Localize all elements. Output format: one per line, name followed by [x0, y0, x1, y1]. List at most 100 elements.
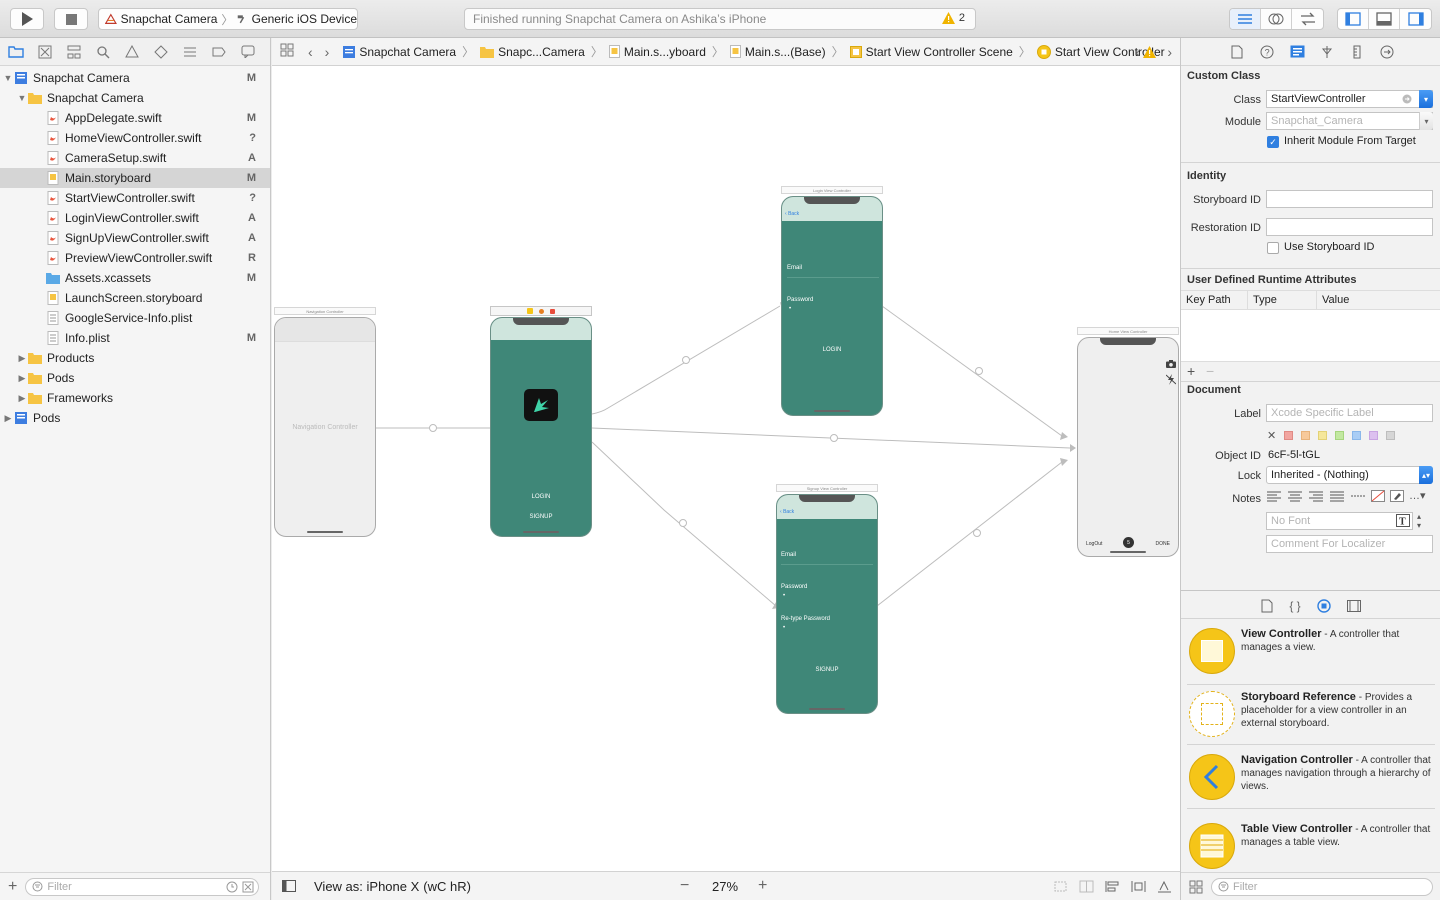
- object-library-tab-icon[interactable]: [1316, 599, 1331, 613]
- disclosure-closed-icon[interactable]: ▶: [18, 392, 26, 403]
- col-value[interactable]: Value: [1322, 294, 1350, 306]
- library-item-storyboard-reference[interactable]: Storyboard Reference - Provides a placeh…: [1181, 683, 1440, 747]
- report-navigator-tab[interactable]: [238, 42, 258, 62]
- start-login-button[interactable]: LOGIN: [531, 494, 551, 500]
- assistant-editor-button[interactable]: [1261, 9, 1292, 29]
- tree-row-project[interactable]: ▼ Snapchat Camera M: [0, 68, 270, 88]
- tree-row-file[interactable]: Assets.xcassets M: [0, 268, 270, 288]
- orange-swatch[interactable]: [1301, 431, 1310, 440]
- resolve-issues-icon[interactable]: [1157, 880, 1172, 893]
- tree-row-file[interactable]: Info.plist M: [0, 328, 270, 348]
- tree-row-project[interactable]: ▶ Pods: [0, 408, 270, 428]
- tree-row-group[interactable]: ▶ Pods: [0, 368, 270, 388]
- login-view-controller-scene[interactable]: ‹ Back Email Password • LOGIN: [781, 196, 883, 416]
- align-left-icon[interactable]: [1266, 490, 1282, 502]
- toggle-debug-button[interactable]: [1369, 9, 1400, 29]
- breakpoint-navigator-tab[interactable]: [209, 42, 229, 62]
- crumb-project[interactable]: Snapchat Camera: [343, 45, 456, 59]
- purple-swatch[interactable]: [1369, 431, 1378, 440]
- disclosure-open-icon[interactable]: ▼: [3, 73, 13, 83]
- class-field[interactable]: StartViewController ▾: [1266, 90, 1433, 108]
- background-color-icon[interactable]: [1390, 489, 1404, 502]
- font-picker-icon[interactable]: T: [1396, 514, 1410, 527]
- xcode-label-field[interactable]: Xcode Specific Label: [1266, 404, 1433, 422]
- storyboard-id-field[interactable]: [1266, 190, 1433, 208]
- remove-attribute-icon[interactable]: −: [1206, 363, 1215, 379]
- tree-row-file[interactable]: StartViewController.swift ?: [0, 188, 270, 208]
- first-responder-dock-icon[interactable]: [539, 308, 544, 314]
- disclosure-open-icon[interactable]: ▼: [17, 93, 27, 103]
- update-frames-icon[interactable]: [1053, 880, 1068, 893]
- tree-row-file[interactable]: SignUpViewController.swift A: [0, 228, 270, 248]
- scene-dock[interactable]: [490, 306, 592, 316]
- grid-view-icon[interactable]: [1189, 880, 1203, 894]
- font-stepper-icon[interactable]: ▴▾: [1417, 512, 1422, 530]
- code-snippet-tab-icon[interactable]: { }: [1289, 599, 1301, 613]
- crumb-storyboard[interactable]: Main.s...yboard: [608, 45, 706, 59]
- align-natural-icon[interactable]: [1350, 490, 1366, 502]
- symbol-navigator-tab[interactable]: [64, 42, 84, 62]
- media-library-tab-icon[interactable]: [1346, 600, 1361, 612]
- warning-indicator[interactable]: 2: [941, 12, 965, 24]
- tree-row-file[interactable]: GoogleService-Info.plist: [0, 308, 270, 328]
- stop-button[interactable]: [54, 8, 88, 30]
- find-navigator-tab[interactable]: [93, 42, 113, 62]
- tree-row-group[interactable]: ▼ Snapchat Camera: [0, 88, 270, 108]
- tree-row-file[interactable]: HomeViewController.swift ?: [0, 128, 270, 148]
- module-dropdown-icon[interactable]: ▾: [1419, 112, 1433, 130]
- attributes-inspector-tab[interactable]: [1317, 42, 1337, 62]
- back-button[interactable]: ‹ Back: [780, 509, 795, 515]
- test-navigator-tab[interactable]: [151, 42, 171, 62]
- lock-popup[interactable]: Inherited - (Nothing) ▴▾: [1266, 466, 1433, 484]
- add-constraints-icon[interactable]: [1131, 880, 1146, 893]
- text-color-icon[interactable]: [1371, 489, 1385, 502]
- logout-button[interactable]: LogOut: [1086, 541, 1103, 547]
- warning-icon[interactable]: [1143, 46, 1156, 58]
- toggle-utilities-button[interactable]: [1400, 9, 1431, 29]
- related-items-icon[interactable]: [280, 43, 294, 60]
- localizer-comment-field[interactable]: Comment For Localizer: [1266, 535, 1433, 553]
- tree-row-group[interactable]: ▶ Products: [0, 348, 270, 368]
- embed-in-stack-icon[interactable]: [1079, 880, 1094, 893]
- col-type[interactable]: Type: [1253, 294, 1277, 306]
- issue-navigator-tab[interactable]: [122, 42, 142, 62]
- zoom-in-icon[interactable]: +: [758, 877, 768, 894]
- debug-navigator-tab[interactable]: [180, 42, 200, 62]
- signup-submit-button[interactable]: SIGNUP: [815, 667, 839, 673]
- toggle-navigator-button[interactable]: [1338, 9, 1369, 29]
- navigation-controller-scene[interactable]: Navigation Controller: [274, 317, 376, 537]
- align-justify-icon[interactable]: [1329, 490, 1345, 502]
- tree-row-file-selected[interactable]: Main.storyboard M: [0, 168, 270, 188]
- signup-view-controller-scene[interactable]: ‹ Back Email Password • Re-type Password…: [776, 494, 878, 714]
- tree-row-file[interactable]: CameraSetup.swift A: [0, 148, 270, 168]
- lock-dropdown-icon[interactable]: ▴▾: [1419, 466, 1433, 484]
- more-options-icon[interactable]: …▾: [1409, 490, 1426, 502]
- exit-dock-icon[interactable]: [550, 308, 555, 314]
- run-button[interactable]: [10, 8, 44, 30]
- align-right-icon[interactable]: [1308, 490, 1324, 502]
- back-button[interactable]: ‹ Back: [785, 211, 800, 217]
- red-swatch[interactable]: [1284, 431, 1293, 440]
- start-signup-button[interactable]: SIGNUP: [529, 514, 553, 520]
- view-as-device-button[interactable]: View as: iPhone X (wC hR): [314, 879, 471, 894]
- quick-help-tab[interactable]: ?: [1257, 42, 1277, 62]
- font-field[interactable]: No Font T: [1266, 512, 1413, 530]
- storyboard-canvas[interactable]: Navigation Controller Navigation Control…: [272, 66, 1180, 871]
- disclosure-closed-icon[interactable]: ▶: [18, 352, 26, 363]
- view-controller-dock-icon[interactable]: [527, 308, 533, 314]
- add-attribute-icon[interactable]: +: [1187, 363, 1196, 379]
- gray-swatch[interactable]: [1386, 431, 1395, 440]
- use-storyboard-id-checkbox[interactable]: [1267, 242, 1279, 254]
- disclosure-closed-icon[interactable]: ▶: [18, 372, 26, 383]
- document-outline-toggle-icon[interactable]: [282, 880, 296, 892]
- source-control-tab[interactable]: [35, 42, 55, 62]
- version-editor-button[interactable]: [1292, 9, 1323, 29]
- file-inspector-tab[interactable]: [1227, 42, 1247, 62]
- camera-switch-icon[interactable]: [1166, 360, 1176, 368]
- timer-badge[interactable]: 5: [1123, 537, 1134, 548]
- clear-label-icon[interactable]: ✕: [1267, 430, 1277, 442]
- tree-row-file[interactable]: PreviewViewController.swift R: [0, 248, 270, 268]
- signup-scene-title[interactable]: Signup View Controller: [776, 484, 878, 492]
- add-icon[interactable]: +: [8, 877, 18, 895]
- crumb-base[interactable]: Main.s...(Base): [729, 45, 826, 59]
